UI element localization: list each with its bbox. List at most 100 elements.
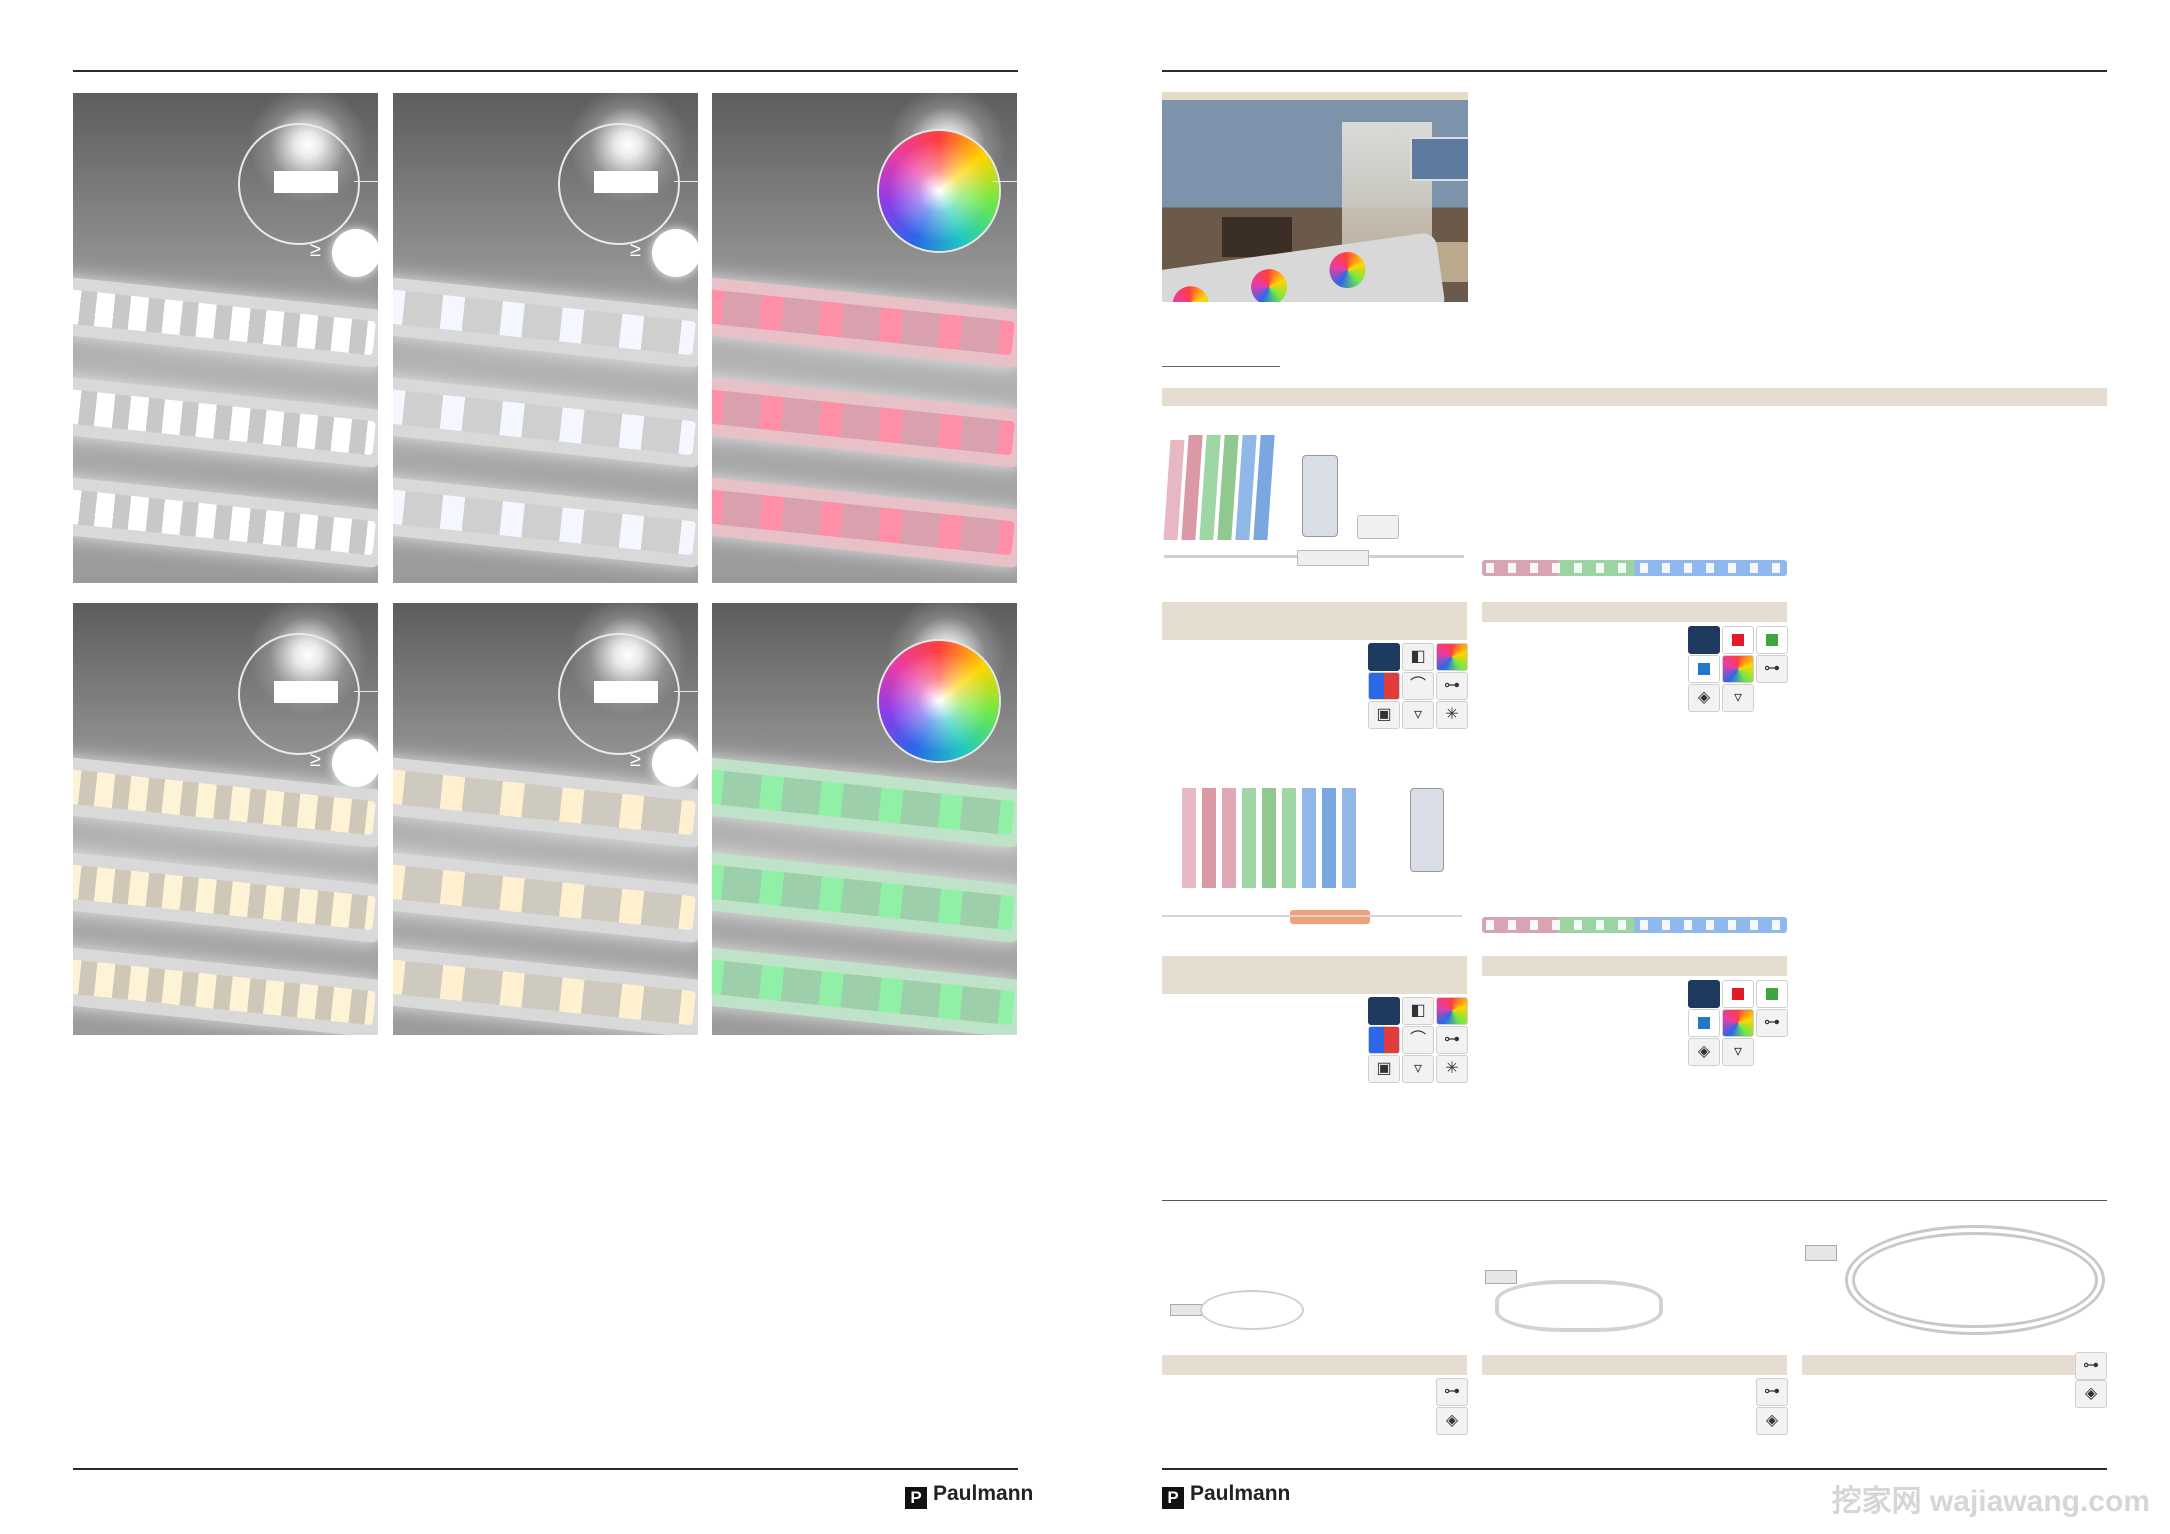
light-ring [238,123,360,245]
color-wheel-icon [879,641,999,761]
led-strip [73,275,378,369]
connector-icon: ⊶ [2075,1352,2107,1380]
bulb-icon: ≥ [630,229,698,277]
connector-icon: ⊶ [1436,1378,1468,1406]
led-strip [712,275,1017,369]
left-bottom-rule [73,1468,1018,1470]
flexible-strip-icon: ⌒ [1402,1026,1434,1054]
remote-control-image [1410,788,1444,872]
dimmable-icon: ◈ [1688,684,1720,712]
accessory-bar-3 [1802,1355,2082,1375]
connector-cable-image-1 [1170,1290,1310,1330]
white-light-icon [1368,643,1400,671]
product-strip-image-1 [1482,560,1787,576]
led-tile-warm-white-2: ≥ [393,603,698,1035]
accessories-rule [1162,1200,2107,1201]
led-strip [73,945,378,1035]
led-tile-cool-white-2: ≥ [393,93,698,583]
product-info-bar-2b [1482,956,1787,976]
living-room-photo [1162,92,1468,302]
led-strip [712,475,1017,569]
led-tile-rgb-green [712,603,1017,1035]
led-strip [393,945,698,1035]
white-light-icon [1688,980,1720,1008]
led-strip [393,275,698,369]
rgb-swatch-icon [1368,1026,1400,1054]
connector-icon: ⊶ [1436,1026,1468,1054]
connector-icon: ⊶ [1436,672,1468,700]
connector-cable-image-2 [1485,1270,1665,1332]
led-strip [393,375,698,469]
green-channel-icon [1756,980,1788,1008]
connector-icon: ⊶ [1756,655,1788,683]
remote-control-icon: ◧ [1402,643,1434,671]
dimmable-icon: ◈ [1756,1407,1788,1435]
led-strip [712,850,1017,944]
product-info-bar-2a [1162,956,1467,994]
mounting-icon: ▿ [1402,701,1434,729]
left-top-rule [73,70,1018,72]
dimmable-icon: ◈ [2075,1380,2107,1408]
red-channel-icon [1722,626,1754,654]
product-info-bar-1a [1162,602,1467,640]
led-tile-warm-white-1: ≥ [73,603,378,1035]
protection-class-icon: ▣ [1368,1055,1400,1083]
led-strip [393,850,698,944]
blue-channel-icon [1688,1009,1720,1037]
mounting-icon: ▿ [1722,1038,1754,1066]
rgb-color-wheel-icon [1436,643,1468,671]
white-light-icon [1688,626,1720,654]
led-tile-rgb-red [712,93,1017,583]
bulb-icon: ≥ [310,739,378,787]
rgb-color-wheel-icon [1722,655,1754,683]
right-bottom-rule [1162,1468,2107,1470]
connector-icon: ⊶ [1756,1378,1788,1406]
bulb-icon: ≥ [630,739,698,787]
led-strip [73,475,378,569]
green-channel-icon [1756,626,1788,654]
led-strip [712,755,1017,849]
led-strip [73,850,378,944]
led-strip [712,945,1017,1035]
red-channel-icon [1722,980,1754,1008]
color-wheel-icon [879,131,999,251]
dimmable-icon: ◈ [1688,1038,1720,1066]
protection-class-icon: ▣ [1368,701,1400,729]
rgb-color-wheel-icon [1436,997,1468,1025]
dimmable-icon: ◈ [1436,1407,1468,1435]
mounting-icon: ▿ [1402,1055,1434,1083]
rgb-color-wheel-icon [1722,1009,1754,1037]
remote-control-image [1302,455,1338,537]
extension-cable-coil-image [1805,1225,2105,1335]
product-set-image-2 [1162,780,1472,940]
product-strip-image-2 [1482,917,1787,933]
photo-caption-line [1162,366,1280,367]
rgb-strip-closeup [1162,231,1447,302]
remote-control-icon: ◧ [1402,997,1434,1025]
watermark: 挖家网 wajiawang.com [1831,1485,2150,1518]
spotlight-icon: ✳ [1436,1055,1468,1083]
bulb-icon: ≥ [310,229,378,277]
connector-icon: ⊶ [1756,1009,1788,1037]
led-strip [393,475,698,569]
section-header-bar [1162,388,2107,406]
product-info-bar-1b [1482,602,1787,622]
spotlight-icon: ✳ [1436,701,1468,729]
flexible-strip-icon: ⌒ [1402,672,1434,700]
led-strip [712,375,1017,469]
wattage-label-box [274,171,338,193]
accessory-bar-1 [1162,1355,1467,1375]
power-supply-image [1290,910,1370,924]
blue-channel-icon [1688,655,1720,683]
led-strip [73,375,378,469]
mounting-icon: ▿ [1722,684,1754,712]
white-light-icon [1368,997,1400,1025]
accessory-bar-2 [1482,1355,1787,1375]
led-tile-cool-white-1: ≥ [73,93,378,583]
product-set-image-1 [1162,430,1472,580]
power-adapter-image [1357,515,1399,539]
right-top-rule [1162,70,2107,72]
rgb-swatch-icon [1368,672,1400,700]
